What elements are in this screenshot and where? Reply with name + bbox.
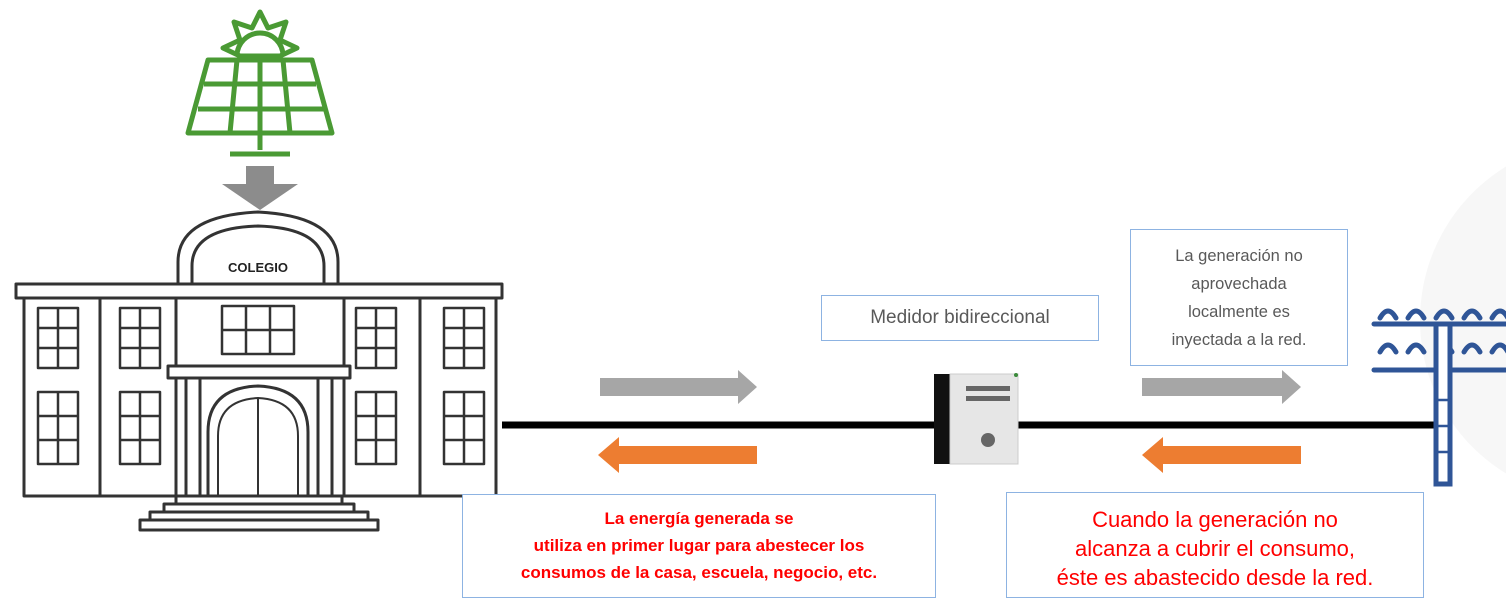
grid-supply-note-line: Cuando la generación no xyxy=(1092,507,1338,532)
grid-supply-note-line: alcanza a cubrir el consumo, xyxy=(1074,536,1356,561)
building-label: COLEGIO xyxy=(228,260,288,275)
export-note-box: La generación no aprovechada localmente … xyxy=(1130,229,1348,366)
local-use-note-line: La energía generada se xyxy=(604,509,794,528)
export-note-line: aprovechada xyxy=(1191,274,1287,293)
meter-label-box: Medidor bidireccional xyxy=(821,295,1099,341)
export-note-line: localmente es xyxy=(1188,302,1290,321)
grid-supply-note-line: éste es abastecido desde la red. xyxy=(1056,565,1374,590)
utility-pole-icon xyxy=(1371,308,1506,487)
flow-from-grid-arrow-left xyxy=(598,437,757,473)
grid-supply-note-box: Cuando la generación no alcanza a cubrir… xyxy=(1006,492,1424,598)
flow-from-grid-arrow-right xyxy=(1142,437,1301,473)
export-note-line: inyectada a la red. xyxy=(1171,330,1307,349)
school-building-icon xyxy=(14,210,504,532)
meter-label: Medidor bidireccional xyxy=(870,307,1050,328)
panel-to-building-arrow xyxy=(222,166,298,210)
flow-to-grid-arrow-right xyxy=(1142,370,1301,404)
local-use-note-box: La energía generada se utiliza en primer… xyxy=(462,494,936,598)
local-use-note-line: utiliza en primer lugar para abestecer l… xyxy=(533,536,865,555)
export-note-line: La generación no xyxy=(1175,246,1303,265)
solar-panel-icon xyxy=(185,9,335,157)
local-use-note-line: consumos de la casa, escuela, negocio, e… xyxy=(520,563,878,582)
bidirectional-meter-icon xyxy=(934,373,1019,465)
flow-to-grid-arrow-left xyxy=(600,370,757,404)
